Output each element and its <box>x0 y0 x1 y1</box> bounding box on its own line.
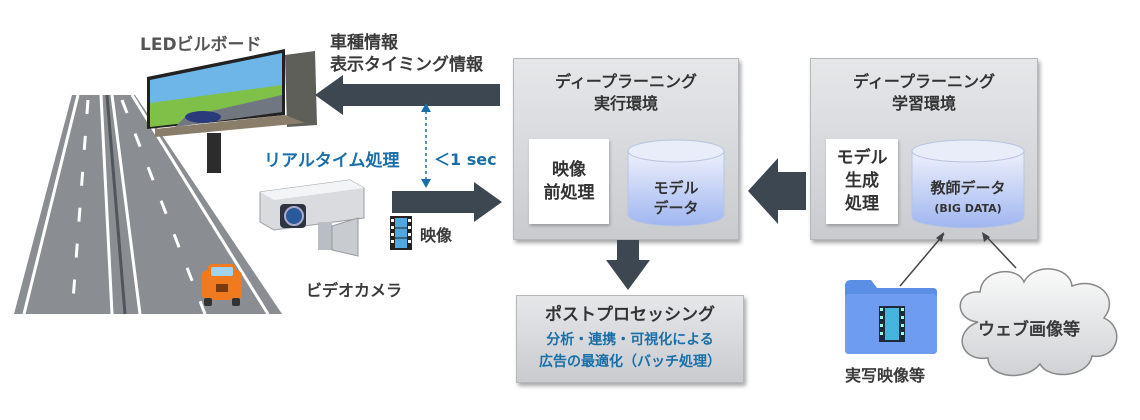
realtime-processing-label: リアルタイム処理 <box>264 151 400 171</box>
cloud-label: ウェブ画像等 <box>978 320 1080 340</box>
video-camera-icon <box>259 179 365 257</box>
video-arrow-right <box>392 182 502 222</box>
web-images-cloud-icon <box>959 268 1118 377</box>
model-data-line1: モデル <box>653 179 699 197</box>
exec-env-title-1: ディープラーニング <box>555 72 697 91</box>
folder-label: 実写映像等 <box>845 366 926 385</box>
post-title: ポストプロセッシング <box>545 305 715 325</box>
preprocess-line1: 映像 <box>552 159 586 180</box>
preprocess-line2: 前処理 <box>543 182 595 203</box>
teacher-data-line1: 教師データ <box>930 179 1006 197</box>
folder-to-data-arrow <box>899 233 945 287</box>
model-transfer-arrow-left <box>748 158 806 224</box>
teacher-data-cylinder <box>911 139 1025 229</box>
led-billboard-icon <box>147 49 317 173</box>
film-icon <box>390 216 412 250</box>
execution-environment-panel: ディープラーニング 実行環境 映像 前処理 モデル データ <box>513 58 739 240</box>
generate-line1: モデル <box>836 148 888 168</box>
post-arrow-down <box>606 240 650 290</box>
info-arrow-left <box>315 75 500 115</box>
post-processing-panel: ポストプロセッシング 分析・連携・可視化による 広告の最適化（バッチ処理） <box>516 295 744 383</box>
teacher-data-line2: (BIG DATA) <box>934 202 1002 215</box>
post-line1: 分析・連携・可視化による <box>546 332 714 348</box>
source-arrows <box>899 232 1017 287</box>
billboard-label: LEDビルボード <box>140 35 262 55</box>
train-env-title-2: 学習環境 <box>891 94 956 113</box>
road-illustration <box>14 94 282 315</box>
camera-label: ビデオカメラ <box>306 281 403 300</box>
model-data-cylinder <box>627 139 725 227</box>
video-preprocess-box: 映像 前処理 <box>529 139 609 224</box>
info-label-vehicle-type: 車種情報 <box>330 33 398 53</box>
post-line2: 広告の最適化（バッチ処理） <box>539 354 721 370</box>
generate-line3: 処理 <box>845 194 879 214</box>
generate-line2: 生成 <box>845 171 879 191</box>
video-folder-icon <box>845 280 937 354</box>
latency-label: ＜1 sec <box>434 150 497 169</box>
training-environment-panel: ディープラーニング 学習環境 モデル 生成 処理 教師データ (BIG DATA… <box>810 58 1038 240</box>
exec-env-title-2: 実行環境 <box>593 94 658 113</box>
train-env-title-1: ディープラーニング <box>853 72 995 91</box>
car-icon <box>202 264 242 306</box>
video-label: 映像 <box>420 226 453 245</box>
model-generation-box: モデル 生成 処理 <box>826 139 898 224</box>
latency-dashed-arrow <box>421 103 431 188</box>
cloud-to-data-arrow <box>983 233 1017 269</box>
model-data-line2: データ <box>653 199 699 217</box>
info-label-display-timing: 表示タイミング情報 <box>330 55 483 75</box>
